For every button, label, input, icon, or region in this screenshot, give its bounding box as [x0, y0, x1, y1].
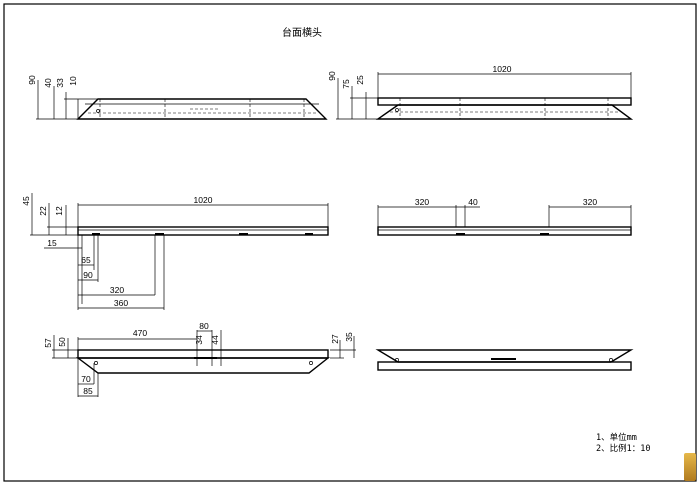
view-bottom-left: 470 80 34 44 57 50 70 85 27 35: [43, 321, 356, 397]
dim-40: 40: [43, 78, 53, 88]
dim-25: 25: [355, 75, 365, 85]
view-mid-left: 1020 45 22 12 15 65 90 320 360: [21, 193, 329, 310]
dim-90: 90: [27, 75, 37, 85]
dim-35: 35: [344, 332, 354, 342]
note-scale: 2、比例1：10: [596, 443, 650, 454]
dim-320-right: 320: [583, 197, 597, 207]
note-unit: 1、单位mm: [596, 432, 637, 443]
sheet-border: [3, 3, 697, 482]
dim-90-r: 90: [327, 71, 337, 81]
dim-45: 45: [21, 196, 31, 206]
dim-1020-top: 1020: [493, 64, 512, 74]
dim-12: 12: [54, 206, 64, 216]
dim-15: 15: [47, 238, 57, 248]
drawing-title: 台面横头: [282, 26, 322, 39]
dim-33: 33: [55, 78, 65, 88]
dim-360: 360: [114, 298, 128, 308]
dim-34: 34: [194, 335, 204, 345]
dim-22: 22: [38, 206, 48, 216]
dim-57: 57: [43, 338, 53, 348]
dim-470: 470: [133, 328, 147, 338]
view-top-left: 90 40 33 10: [27, 75, 328, 120]
dim-1020-mid: 1020: [194, 195, 213, 205]
view-mid-right: 320 40 320: [377, 197, 632, 236]
dim-90-mid: 90: [83, 270, 93, 280]
view-top-right: 1020 90 75 25: [327, 64, 634, 120]
corner-logo-icon: [684, 453, 696, 481]
dim-80: 80: [199, 321, 209, 331]
dim-40-mid: 40: [468, 197, 478, 207]
dim-65: 65: [81, 255, 91, 265]
dim-44: 44: [210, 335, 220, 345]
view-bottom-right: [375, 349, 634, 371]
dim-27: 27: [330, 334, 340, 344]
dim-320-left: 320: [415, 197, 429, 207]
dim-50: 50: [57, 337, 67, 347]
dim-10: 10: [68, 76, 78, 86]
dim-75: 75: [341, 79, 351, 89]
dim-85: 85: [83, 386, 93, 396]
dim-320-mid: 320: [110, 285, 124, 295]
dim-70: 70: [81, 374, 91, 384]
